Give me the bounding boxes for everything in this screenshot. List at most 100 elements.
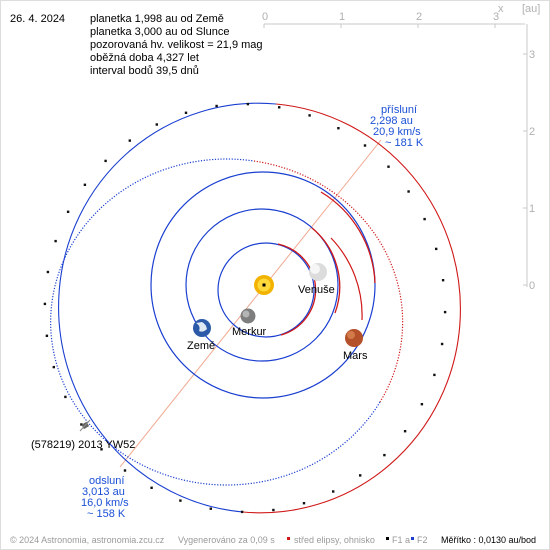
orbit-point: [240, 510, 244, 514]
aphelion-temperature: ~ 158 K: [87, 508, 126, 520]
asteroid-orbit-far: [242, 103, 461, 514]
perihelion-temperature: ~ 181 K: [385, 137, 424, 149]
orbit-point: [184, 111, 188, 114]
aphelion-speed: 16,0 km/s: [81, 497, 129, 509]
x-tick-2: 2: [416, 11, 422, 23]
aphelion-distance: 3,013 au: [82, 486, 125, 498]
legend-center: střed elipsy, ohnisko: [294, 535, 375, 545]
orbit-point: [332, 490, 335, 493]
info-period: oběžná doba 4,327 let: [90, 52, 199, 64]
scale-label: Měřítko : 0,0130 au/bod: [441, 535, 536, 545]
orbit-point: [383, 453, 386, 457]
orbit-interval-points: [43, 102, 447, 514]
orbit-point: [155, 123, 158, 126]
orbit-point: [441, 279, 445, 282]
orbit-point: [278, 106, 281, 109]
orbit-point: [407, 190, 410, 193]
orbit-point: [215, 104, 218, 108]
footer: © 2024 Astronomia, astronomia.zcu.cz Vyg…: [10, 535, 536, 545]
orbit-point: [80, 423, 83, 426]
mercury-orbit: [217, 242, 317, 338]
axes: 0 1 2 3 x [au] 3 2 1 0: [262, 3, 540, 292]
sun: [254, 275, 274, 295]
x-tick-0: 0: [262, 11, 268, 23]
orbit-point: [420, 403, 424, 406]
orbit-point: [52, 365, 55, 369]
mars-planet: [345, 329, 363, 347]
mars-label: Mars: [343, 350, 368, 362]
info-earth-distance: planetka 1,998 au od Země: [90, 13, 224, 25]
orbit-point: [179, 499, 182, 502]
legend-f2: F2: [417, 535, 428, 545]
legend-f2-marker: [411, 537, 414, 540]
mars-orbit-blue: [50, 158, 381, 486]
orbit-point: [45, 334, 49, 337]
legend-f1-marker: [386, 537, 389, 540]
copyright: © 2024 Astronomia, astronomia.zcu.cz: [10, 535, 165, 545]
orbit-point: [100, 448, 103, 451]
perihelion-title: přísluní: [381, 104, 417, 116]
x-tick-1: 1: [339, 11, 345, 23]
orbit-point: [403, 430, 407, 433]
orbit-point: [66, 210, 70, 213]
earth-label: Země: [187, 340, 215, 352]
legend-center-marker: [287, 537, 290, 540]
orbit-point: [440, 342, 444, 346]
x-tick-3: 3: [493, 11, 499, 23]
asteroid-marker: [79, 419, 91, 432]
orbit-point: [54, 239, 57, 243]
orbit-point: [337, 127, 340, 130]
asteroid-orbit: [43, 102, 461, 514]
orbit-point: [302, 502, 306, 505]
orbit-point: [104, 159, 107, 163]
y-tick-3: 3: [529, 49, 535, 61]
orbit-point: [433, 373, 436, 377]
unit-label: [au]: [522, 3, 540, 15]
orbit-point: [443, 310, 447, 314]
orbit-point: [43, 302, 47, 306]
venus-label: Venuše: [298, 284, 335, 296]
y-tick-0: 0: [529, 280, 535, 292]
orbit-point: [150, 486, 153, 489]
venus-orbit: [185, 208, 341, 362]
apse-line: [119, 139, 382, 468]
x-axis-label: x: [498, 3, 504, 15]
perihelion-distance: 2,298 au: [370, 115, 413, 127]
orbit-point: [209, 507, 212, 510]
date-label: 26. 4. 2024: [10, 13, 65, 25]
info-magnitude: pozorovaná hv. velikost = 21,9 mag: [90, 39, 263, 51]
orbit-point: [64, 395, 67, 399]
focus-marker: [262, 283, 266, 287]
orbit-point: [128, 139, 131, 142]
generated-time: Vygenerováno za 0,09 s: [178, 535, 275, 545]
aphelion-title: odsluní: [89, 475, 124, 487]
orbit-point: [435, 247, 438, 251]
legend-f1: F1 a: [392, 535, 410, 545]
info-panel: 26. 4. 2024 planetka 1,998 au od Země pl…: [10, 13, 263, 77]
earth-orbit: [150, 171, 376, 399]
perihelion-speed: 20,9 km/s: [373, 126, 421, 138]
orbit-point: [123, 469, 127, 472]
orbit-point: [308, 114, 311, 117]
orbit-point: [246, 102, 250, 106]
orbit-point: [83, 183, 87, 186]
orbit-point: [272, 508, 275, 512]
y-tick-1: 1: [529, 203, 535, 215]
asteroid-label: (578219) 2013 YW52: [31, 439, 135, 451]
mercury-label: Merkur: [232, 326, 267, 338]
mars-orbit: [50, 158, 404, 486]
info-sun-distance: planetka 3,000 au od Slunce: [90, 26, 229, 38]
venus-planet: [309, 263, 327, 281]
earth-planet: [193, 319, 211, 337]
info-interval: interval bodů 39,5 dnů: [90, 65, 199, 77]
orbit-point: [363, 144, 367, 147]
asteroid-orbit-near: [58, 102, 277, 513]
y-tick-2: 2: [529, 126, 535, 138]
orbit-point: [423, 217, 426, 221]
orbit-point: [359, 474, 362, 477]
orbit-point: [46, 270, 50, 274]
aphelion-info: odsluní 3,013 au 16,0 km/s ~ 158 K: [81, 475, 129, 520]
mercury-planet: [240, 308, 256, 324]
